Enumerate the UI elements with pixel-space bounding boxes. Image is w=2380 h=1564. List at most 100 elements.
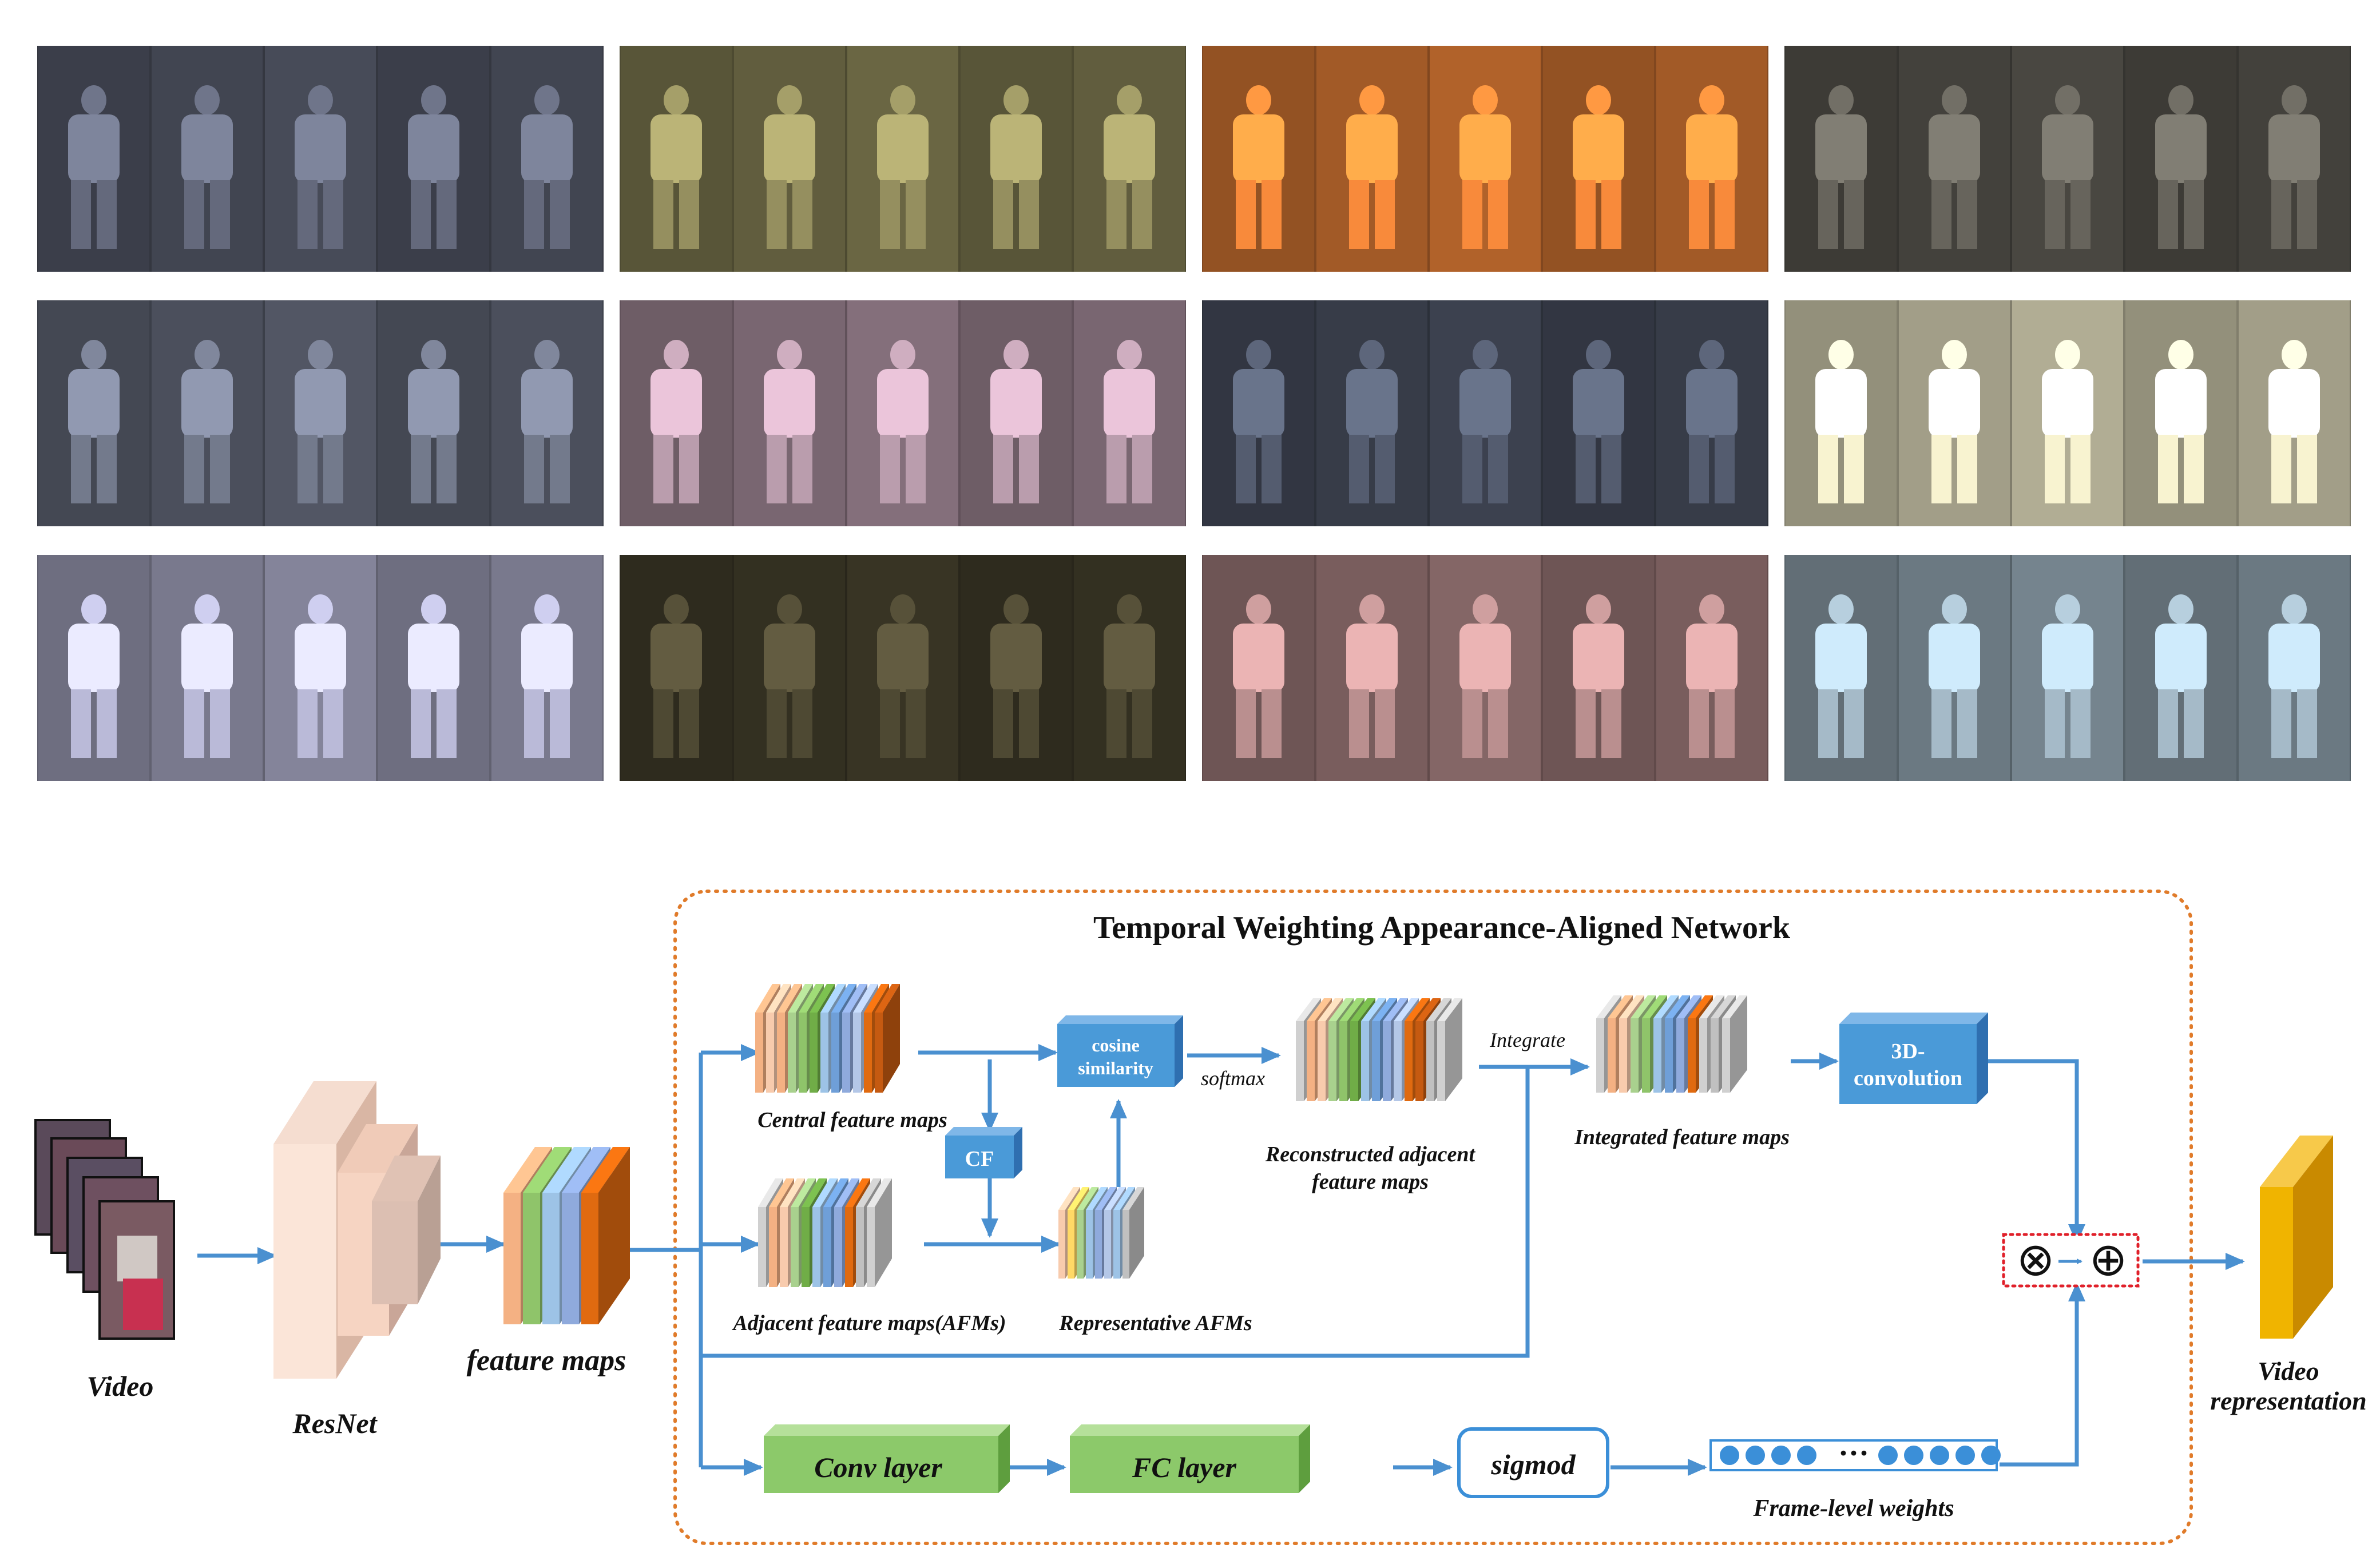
photo-frame: [1316, 555, 1427, 781]
photo-frame: [1430, 46, 1541, 272]
video-rep-line2: representation: [2210, 1386, 2366, 1415]
integrated-label: Integrated feature maps: [1574, 1125, 1790, 1149]
conv3d-label-line2: convolution: [1854, 1066, 1962, 1090]
photo-frame: [1899, 300, 2010, 526]
photo-group: [1784, 555, 2351, 781]
photo-frame: [1074, 300, 1185, 526]
conv3d-label-line1: 3D-: [1891, 1039, 1925, 1063]
photo-frame: [2125, 555, 2236, 781]
conv-layer-label: Conv layer: [814, 1451, 942, 1483]
photo-frame: [1899, 46, 2010, 272]
photo-group: [620, 46, 1186, 272]
photo-frame: [2125, 46, 2236, 272]
reconstructed-line1: Reconstructed adjacent: [1265, 1142, 1476, 1166]
fc-layer-label: FC layer: [1132, 1451, 1236, 1483]
photo-frame: [1786, 46, 1897, 272]
photo-group: [1202, 46, 1768, 272]
frame-weights-dots: [1720, 1446, 2001, 1465]
photo-frame: [1074, 555, 1185, 781]
photo-frame: [961, 46, 1072, 272]
frame-weights-ellipsis: ···: [1838, 1436, 1869, 1470]
photo-frame: [1656, 300, 1767, 526]
weight-dot: [1904, 1446, 1923, 1465]
photo-frame: [1899, 555, 2010, 781]
photo-frame: [38, 46, 149, 272]
sigmod-box: [1457, 1427, 1609, 1498]
network-title: Temporal Weighting Appearance-Aligned Ne…: [1093, 910, 1791, 946]
photo-frame: [38, 555, 149, 781]
photo-frame: [491, 300, 602, 526]
photo-frame: [621, 46, 732, 272]
photo-frame: [265, 300, 376, 526]
video-representation-block: [2260, 1136, 2333, 1339]
feature-slab: [867, 1178, 892, 1287]
feature-slab: [1437, 998, 1462, 1101]
photo-frame: [1543, 555, 1654, 781]
weight-dot: [1771, 1446, 1791, 1465]
weight-dot: [1720, 1446, 1739, 1465]
photo-group: [37, 555, 604, 781]
feature-slab: [581, 1147, 630, 1324]
cosine-similarity-box: [1057, 1015, 1183, 1087]
weight-dot: [1955, 1446, 1975, 1465]
network-container: [673, 890, 2193, 1545]
feature-slab: [1722, 995, 1747, 1093]
photo-frame: [2239, 555, 2350, 781]
photo-frame: [1656, 46, 1767, 272]
weight-dot: [1878, 1446, 1898, 1465]
weight-dot: [1930, 1446, 1949, 1465]
video-label: Video: [87, 1370, 154, 1402]
cf-box: [945, 1127, 1022, 1178]
integrate-label: Integrate: [1489, 1029, 1565, 1051]
photo-frame: [734, 46, 845, 272]
photo-frame: [621, 555, 732, 781]
photo-group: [37, 300, 604, 526]
photo-group: [620, 555, 1186, 781]
resnet-label: ResNet: [292, 1407, 378, 1439]
weight-dot: [1981, 1446, 2001, 1465]
adjacent-feature-maps-stack: [758, 1178, 892, 1287]
photo-frame: [491, 46, 602, 272]
photo-frame: [1786, 300, 1897, 526]
oplus-symbol: ⊕: [2089, 1235, 2127, 1285]
feature-slab: [875, 984, 900, 1093]
adjacent-label: Adjacent feature maps(AFMs): [732, 1311, 1006, 1335]
photo-frame: [491, 555, 602, 781]
otimes-symbol: ⊗: [2016, 1235, 2054, 1285]
photo-frame: [152, 300, 263, 526]
conv-layer-box: [764, 1424, 1010, 1493]
photo-frame: [1203, 46, 1314, 272]
representative-afms-stack: [1058, 1187, 1144, 1279]
photo-frame: [1316, 300, 1427, 526]
photo-frame: [265, 46, 376, 272]
cf-label: CF: [965, 1147, 994, 1171]
flow-lines: [197, 1044, 2245, 1476]
photo-group: [1784, 300, 2351, 526]
photo-frame: [2012, 300, 2123, 526]
photo-frame: [38, 300, 149, 526]
photo-frame: [1543, 46, 1654, 272]
photo-grid: [37, 46, 2351, 781]
photo-frame: [1786, 555, 1897, 781]
central-feature-maps-stack: [755, 984, 900, 1093]
representative-label: Representative AFMs: [1058, 1311, 1252, 1335]
photo-frame: [265, 555, 376, 781]
photo-frame: [734, 300, 845, 526]
photo-frame: [1203, 555, 1314, 781]
photo-frame: [2012, 555, 2123, 781]
photo-frame: [1074, 46, 1185, 272]
reconstructed-line2: feature maps: [1312, 1170, 1429, 1194]
photo-frame: [847, 555, 958, 781]
photo-frame: [621, 300, 732, 526]
photo-frame: [152, 555, 263, 781]
photo-frame: [1203, 300, 1314, 526]
cosine-label-line2: similarity: [1078, 1058, 1153, 1078]
photo-frame: [2125, 300, 2236, 526]
photo-frame: [847, 300, 958, 526]
feature-maps-stack: [503, 1147, 630, 1324]
softmax-label: softmax: [1201, 1067, 1265, 1090]
photo-frame: [378, 555, 489, 781]
photo-frame: [1430, 555, 1541, 781]
